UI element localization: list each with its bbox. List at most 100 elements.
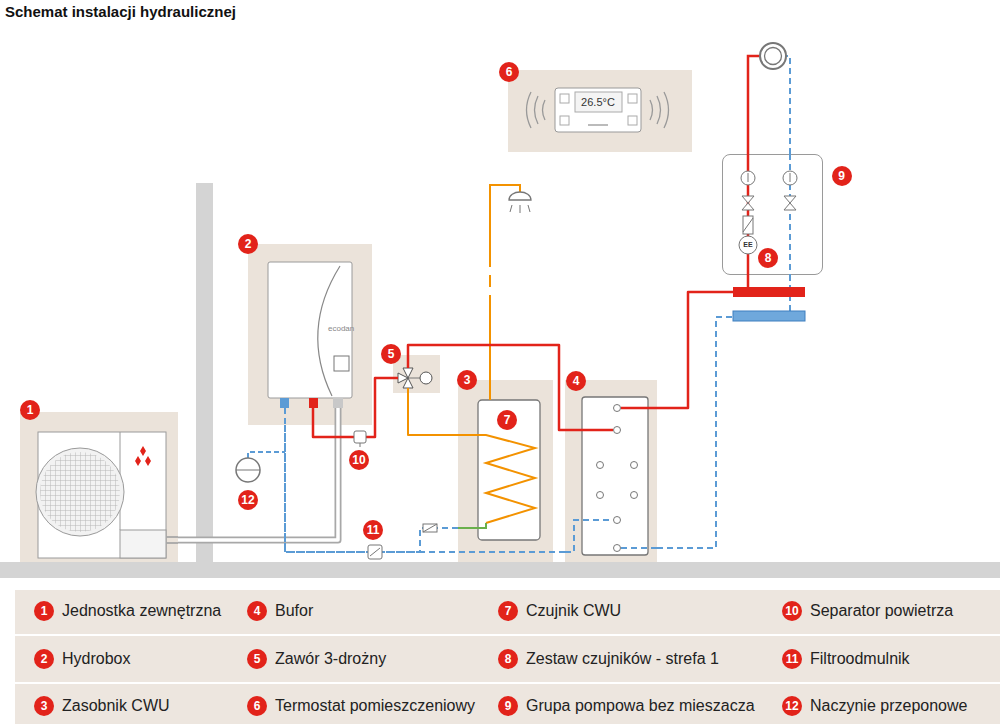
three-way-valve [403,368,413,378]
dhw-tank [489,275,491,287]
expansion-vessel [236,470,260,471]
diagram-title: Schemat instalacji hydraulicznej [5,3,236,20]
outdoor-unit [140,446,146,456]
legend-number: 12 [782,696,802,716]
legend-number: 3 [34,696,54,716]
callout-number: 12 [238,490,258,510]
hydrobox-unit [312,408,315,425]
room-thermostat [560,116,569,125]
room-thermostat [560,94,569,103]
hydrobox-unit [284,408,286,425]
pipe-line [408,345,565,430]
callout-number: 1 [20,400,40,420]
hydrobox-unit [268,262,352,425]
check-valve [423,524,437,532]
legend-text: Bufor [275,602,313,620]
hydrobox-unit [309,398,318,408]
expansion-vessel [236,452,285,482]
legend-number: 11 [782,649,802,669]
pipe-line [408,393,458,435]
hydrobox-unit [333,398,343,408]
buffer-tank [565,397,657,555]
legend-number: 5 [247,649,267,669]
dhw-tank [489,295,491,400]
pipe-connector [285,425,458,552]
check-valve [423,524,437,532]
dirt-separator [368,545,382,559]
hydrobox-unit [335,408,342,425]
room-thermostat [575,92,622,112]
dhw-tank [458,523,486,528]
pump-group-parts [743,216,753,234]
legend-number: 2 [34,649,54,669]
dhw-tank [510,205,512,212]
legend-number: 10 [782,601,802,621]
pipe-connector [408,393,458,435]
legend-text: Czujnik CWU [526,602,621,620]
dhw-tank [509,192,531,200]
room-thermostat [527,92,546,128]
buffer-tank [631,462,638,469]
three-way-valve [407,355,410,368]
expansion-vessel [248,452,285,458]
background-drawing [15,634,1000,636]
buffer-tank [565,520,613,552]
pump-group-parts [784,203,796,210]
outdoor-unit [120,530,166,558]
air-separator [360,443,361,447]
buffer-tank [614,405,621,412]
expansion-vessel [236,458,260,482]
meter-symbol-text: EE [743,241,752,249]
buffer-tank [614,427,621,434]
background-drawing [0,562,1000,578]
room-thermostat [650,92,669,128]
pump-group-parts [739,171,797,254]
legend-text: Jednostka zewnętrzna [62,602,221,620]
pipe-connector [313,378,393,437]
dirt-separator [368,545,382,559]
legend-number: 1 [34,601,54,621]
pump-group-parts [743,218,753,232]
callout-number: 5 [381,344,401,364]
hydrobox-unit [334,356,349,371]
pipe-connector [408,345,565,430]
pipe-connector [285,425,565,552]
three-way-valve [393,377,398,380]
callout-number: 10 [349,450,369,470]
air-separator [354,431,366,447]
check-valve [423,524,437,532]
pump-group-parts [790,173,791,182]
legend-text: Hydrobox [62,650,130,668]
legend-number: 7 [498,601,518,621]
three-way-valve [403,378,413,388]
dhw-tank [458,435,535,523]
dhw-tank [528,205,530,212]
three-way-valve [420,372,432,384]
room-thermostat [628,94,637,103]
buffer-tank [621,407,657,410]
legend-text: Filtroodmulnik [810,650,910,668]
legend-text: Separator powietrza [810,602,953,620]
heating-circuit [765,48,782,65]
buffer-tank [631,492,638,499]
outdoor-unit [145,456,151,466]
hydrobox-unit [280,398,289,408]
callout-number: 7 [497,410,517,430]
buffer-tank [621,547,657,549]
pump-group-parts [748,173,749,182]
pump-group-parts [784,196,796,203]
legend-text: Zasobnik CWU [62,697,170,715]
callout-number: 11 [363,520,383,540]
outdoor-unit [166,536,178,538]
air-separator [354,431,366,443]
background-drawing [15,682,1000,684]
heating-circuit [748,56,760,154]
legend-number: 8 [498,649,518,669]
buffer-tank [565,429,613,432]
pipe-line [285,425,458,552]
pump-group-parts [742,196,754,203]
room-thermostat [527,88,669,132]
room-thermostat [588,124,608,126]
